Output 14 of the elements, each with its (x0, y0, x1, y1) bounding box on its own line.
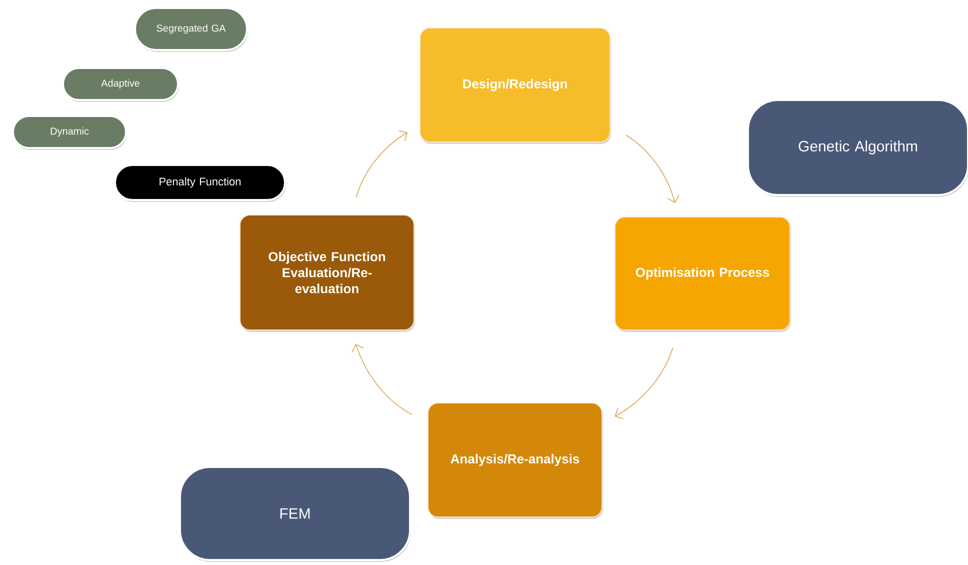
category-box: Genetic Algorithm (747, 99, 968, 197)
process-box: Optimisation Process (614, 216, 791, 332)
arrow (614, 347, 674, 420)
process-box: Objective Function Evaluation/Re-evaluation (240, 214, 415, 332)
tag-pill: Segregated GA (134, 7, 248, 52)
category-box: FEM (179, 466, 411, 562)
process-box: Analysis/Re-analysis (428, 402, 603, 519)
arrow (626, 134, 680, 203)
process-box: Design/Redesign (420, 28, 611, 144)
tag-pill: Adaptive (62, 67, 179, 102)
arrow (356, 130, 408, 198)
arrow (352, 344, 412, 415)
tag-pill: Dynamic (12, 115, 127, 150)
tag-pill: Penalty Function (114, 164, 286, 202)
